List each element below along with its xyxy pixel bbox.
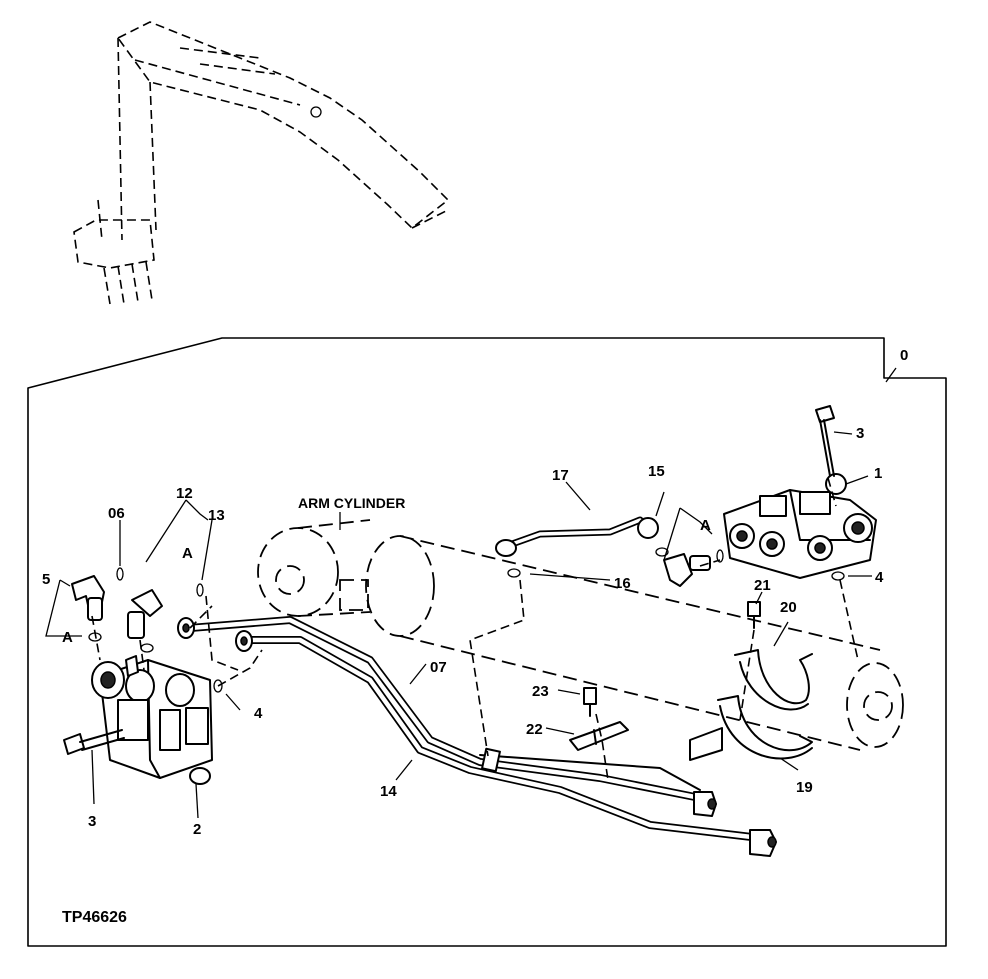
callout-13: 13 <box>208 507 225 524</box>
valve-block <box>91 655 213 785</box>
bolts <box>63 405 835 755</box>
hydraulic-lines <box>177 616 777 857</box>
control-valve <box>723 473 877 579</box>
excavator-arm-inset <box>73 21 450 305</box>
callout-23: 23 <box>532 683 549 700</box>
callout-17: 17 <box>552 467 569 484</box>
callout-3-lower: 3 <box>88 813 96 830</box>
callout-06: 06 <box>108 505 125 522</box>
callout-22: 22 <box>526 721 543 738</box>
figure-id: TP46626 <box>62 909 127 926</box>
arm-cylinder-label: ARM CYLINDER <box>298 495 405 511</box>
diagram-frame <box>27 337 947 947</box>
callout-2: 2 <box>193 821 201 838</box>
leader-lines <box>45 367 897 819</box>
callout-15: 15 <box>648 463 665 480</box>
group-a-right: A <box>700 517 711 534</box>
callout-1: 1 <box>874 465 882 482</box>
callout-4-left: 4 <box>254 705 263 722</box>
callout-14: 14 <box>380 783 397 800</box>
arm-cylinder-phantom <box>257 519 904 751</box>
callout-0: 0 <box>900 347 908 364</box>
callout-5: 5 <box>42 571 50 588</box>
callouts: 0 1 2 3 3 4 4 5 06 07 12 13 14 15 16 17 … <box>42 347 908 926</box>
callout-4-right: 4 <box>875 569 884 586</box>
callout-20: 20 <box>780 599 797 616</box>
o-rings <box>88 547 845 693</box>
group-a-left: A <box>62 629 73 646</box>
phantom-connectors <box>91 477 859 781</box>
fittings <box>71 516 711 639</box>
callout-3-upper: 3 <box>856 425 864 442</box>
callout-16: 16 <box>614 575 631 592</box>
group-a-mid: A <box>182 545 193 562</box>
callout-12: 12 <box>176 485 193 502</box>
callout-21: 21 <box>754 577 771 594</box>
callout-07: 07 <box>430 659 447 676</box>
clamps <box>569 601 813 761</box>
callout-19: 19 <box>796 779 813 796</box>
